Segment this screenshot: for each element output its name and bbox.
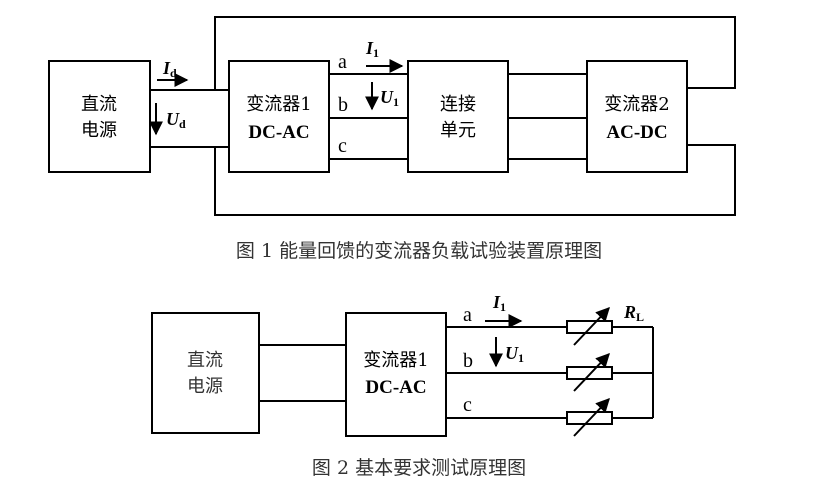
fig1-dc-source-label-1: 直流: [81, 94, 117, 115]
fig2-load-resistor-a: [566, 306, 613, 346]
fig1-converter1-label-2: DC-AC: [248, 122, 309, 143]
fig2-converter1-label-1: 变流器1: [363, 350, 428, 371]
fig2-resistor-a-body: [566, 320, 613, 334]
fig1-dc-source-block: [48, 60, 151, 173]
fig2-resistor-b-adjust-arrow: [573, 352, 610, 392]
fig2-resistor-b-body: [566, 366, 613, 380]
fig1-current-ac-label: I1: [365, 38, 379, 60]
fig2-current-ac-label: I1: [492, 292, 506, 314]
fig2-converter1-label-2: DC-AC: [365, 377, 426, 398]
fig1-connection-unit-label-1: 连接: [440, 94, 476, 115]
fig2-load-label: RL: [623, 302, 644, 324]
fig2-caption: 图 2 基本要求测试原理图: [312, 457, 526, 479]
fig2-phase-a-label: a: [463, 304, 472, 326]
fig2-dc-source-block: [151, 312, 260, 434]
fig1-feedback-bottom-wire: [214, 144, 736, 216]
fig1-phase-b-label: b: [338, 94, 348, 116]
fig2-resistor-c-adjust-arrow: [573, 397, 610, 437]
fig1-current-dc-label: Id: [162, 58, 177, 80]
fig2-load-resistor-c: [566, 397, 613, 437]
fig1-voltage-ac-label: U1: [380, 87, 399, 109]
fig1-feedback-top-wire: [214, 16, 736, 90]
fig1-voltage-dc-label: Ud: [166, 109, 186, 131]
fig1-dc-source-label-2: 电源: [81, 120, 117, 141]
fig1-converter1-block: [228, 60, 330, 173]
fig1-converter2-block: [586, 60, 688, 173]
fig2-resistor-a-adjust-arrow: [573, 306, 610, 346]
fig1-caption: 图 1 能量回馈的变流器负载试验装置原理图: [236, 240, 602, 262]
figure-1: 直流 电源 变流器1 DC-AC 连接 单元 变流器2 AC-DC Id Ud …: [48, 16, 736, 262]
fig2-converter1-block: [345, 312, 447, 437]
fig1-converter2-label-2: AC-DC: [606, 122, 667, 143]
fig1-converter1-label-1: 变流器1: [246, 94, 311, 115]
fig2-phase-c-label: c: [463, 394, 472, 416]
figure-2: 直流 电源 变流器1 DC-AC a b c I1 U1 RL 图 2 基本要求…: [151, 292, 654, 479]
fig1-phase-c-label: c: [338, 135, 347, 157]
fig1-phase-a-label: a: [338, 51, 347, 73]
fig2-resistor-c-body: [566, 411, 613, 425]
fig2-voltage-ac-label: U1: [505, 343, 524, 365]
fig2-load-resistor-b: [566, 352, 613, 392]
fig2-dc-source-label-1: 直流: [187, 350, 223, 371]
fig1-connection-unit-label-2: 单元: [440, 120, 476, 141]
fig1-converter2-label-1: 变流器2: [604, 94, 669, 115]
fig2-dc-source-label-2: 电源: [187, 376, 223, 397]
fig1-connection-unit-block: [407, 60, 509, 173]
fig2-phase-b-label: b: [463, 350, 473, 372]
